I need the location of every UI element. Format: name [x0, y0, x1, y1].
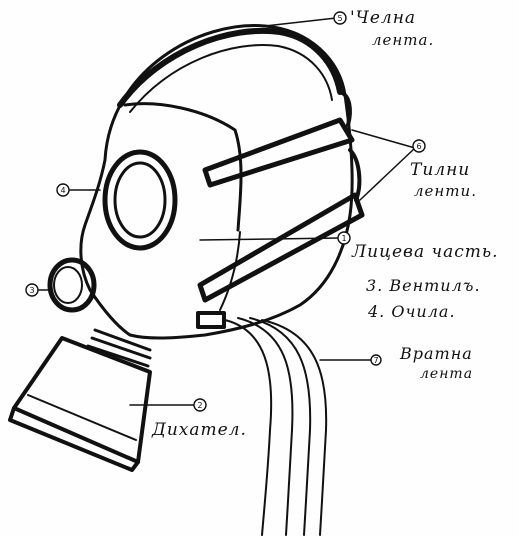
lower-occipital-strap: [200, 195, 362, 300]
crown-strap-shape: [120, 31, 340, 105]
marker-neck-num: 7: [373, 356, 378, 365]
canister-shape: [14, 338, 150, 462]
eyepiece-inner: [115, 163, 165, 237]
upper-occipital-strap: [205, 120, 352, 185]
marker-eyepiece-num: 4: [60, 186, 65, 195]
marker-valve-num: 3: [29, 286, 34, 295]
label-occipital-straps-2: ленти.: [414, 182, 477, 200]
label-eyepieces: 4. Очила.: [368, 302, 456, 321]
label-facepiece: Лицева часть.: [352, 242, 499, 262]
label-valve: 3. Вентилъ.: [366, 276, 481, 295]
label-crown-strap-2: лента.: [372, 31, 434, 49]
label-crown-strap: 'Челна: [350, 8, 416, 28]
marker-crown-num: 5: [337, 14, 342, 23]
label-canister: Дихател.: [152, 420, 247, 440]
label-occipital-straps: Тилни: [410, 160, 470, 180]
marker-canister-num: 2: [197, 401, 202, 410]
label-neck-strap-2: лента: [420, 366, 473, 382]
label-neck-strap: Вратна: [400, 344, 473, 363]
marker-occipital-num: 6: [416, 142, 421, 151]
marker-facepiece-num: 1: [341, 234, 346, 243]
